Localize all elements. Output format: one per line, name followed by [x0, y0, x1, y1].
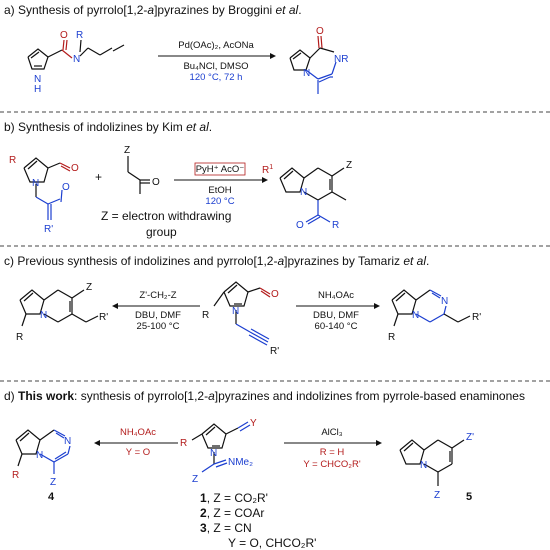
c-right-atom-r: R — [388, 332, 395, 343]
a-product-atom-n: N — [303, 68, 310, 79]
b-atom-o-aldehyde: O — [71, 163, 79, 174]
d-compound-list-2: 2, Z = COAr — [200, 506, 264, 520]
d-right-atom-z: Z — [434, 490, 440, 501]
a-pyrrolopyrazinone-structure — [289, 35, 337, 94]
c-pyrrolopyrazine-structure — [391, 289, 471, 327]
b-product-atom-o: O — [296, 220, 304, 231]
d-indolizine-structure — [399, 439, 465, 486]
b-atom-rp: R' — [44, 224, 53, 235]
b-temperature: 120 °C — [205, 196, 234, 207]
a-solvent: Bu₄NCl, DMSO — [183, 61, 248, 72]
d-left-note: Y = O — [126, 447, 150, 458]
c-propargyl-pyrrole-structure — [213, 281, 271, 346]
b-z-definition: Z = electron withdrawing — [101, 209, 231, 223]
c-left-atom-rp: R' — [99, 312, 108, 323]
b-atom-z: Z — [124, 145, 130, 156]
c-left-arrowhead — [112, 303, 118, 309]
a-pyrrole-amide-structure — [27, 39, 125, 70]
b-indolizine-structure — [279, 167, 347, 225]
c-indolizine-structure — [19, 289, 99, 327]
c-right-temperature: 60-140 °C — [315, 321, 358, 332]
d-center-atom-r: R — [180, 438, 187, 449]
c-left-temperature: 25-100 °C — [137, 321, 180, 332]
c-left-reagent: Z'-CH₂-Z — [139, 290, 176, 301]
c-right-solvent: DBU, DMF — [313, 310, 359, 321]
b-atom-r: R — [9, 155, 16, 166]
d-left-arrowhead — [94, 440, 100, 446]
d-compound-5-label: 5 — [466, 491, 472, 503]
d-pyrrolopyrazine-structure — [15, 429, 71, 474]
b-product-atom-r: R — [332, 220, 339, 231]
d-left-atom-n: N — [36, 450, 43, 461]
b-catalyst-box — [194, 162, 246, 176]
b-z-definition-2: group — [146, 225, 177, 239]
c-center-atom-r: R — [202, 310, 209, 321]
d-right-atom-n: N — [420, 460, 427, 471]
c-right-arrowhead — [374, 303, 380, 309]
section-b-title: b) Synthesis of indolizines by Kim et al… — [4, 120, 212, 134]
c-left-atom-n: N — [40, 310, 47, 321]
b-solvent: EtOH — [208, 185, 231, 196]
d-compound-list-3: 3, Z = CN — [200, 521, 252, 535]
d-compound-4-label: 4 — [48, 491, 55, 503]
d-enaminone-structure — [191, 421, 251, 473]
b-arrowhead — [262, 177, 268, 183]
a-temperature: 120 °C, 72 h — [190, 72, 243, 83]
d-left-reagent: NH₄OAc — [120, 427, 156, 438]
a-reagent: Pd(OAc)₂, AcONa — [178, 40, 254, 51]
a-atom-nh: N — [34, 74, 41, 85]
d-center-atom-y: Y — [250, 418, 257, 429]
b-product-atom-z: Z — [346, 160, 352, 171]
d-compound-list-1: 1, Z = CO₂R' — [200, 491, 268, 505]
a-arrowhead — [270, 53, 276, 59]
c-center-atom-o: O — [271, 289, 279, 300]
c-left-solvent: DBU, DMF — [135, 310, 181, 321]
c-right-reagent: NH₄OAc — [318, 290, 354, 301]
d-center-atom-z: Z — [192, 474, 198, 485]
c-right-atom-rp: R' — [472, 312, 481, 323]
section-d-title: d) This work: synthesis of pyrrolo[1,2-a… — [4, 389, 525, 403]
a-atom-h: H — [34, 84, 41, 95]
a-atom-n-amide: N — [73, 54, 80, 65]
d-left-atom-n-ring: N — [64, 436, 71, 447]
a-product-atom-nr: NR — [334, 54, 348, 65]
c-left-atom-r: R — [16, 332, 23, 343]
d-right-note-2: Y = CHCO₂R' — [303, 459, 361, 470]
a-product-atom-o: O — [316, 26, 324, 37]
b-plus-sign: + — [95, 170, 102, 184]
d-left-atom-z: Z — [50, 477, 56, 488]
b-atom-o-reagent: O — [152, 177, 160, 188]
d-center-atom-n: N — [210, 448, 217, 459]
section-c-title: c) Previous synthesis of indolizines and… — [4, 254, 429, 268]
section-a-title: a) Synthesis of pyrrolo[1,2-a]pyrazines … — [4, 3, 302, 17]
b-product-atom-n: N — [300, 187, 307, 198]
d-right-atom-zp: Z' — [466, 432, 474, 443]
d-left-atom-r: R — [12, 470, 19, 481]
c-left-atom-z: Z — [86, 282, 92, 293]
d-right-arrowhead — [376, 440, 382, 446]
b-reagent: PyH⁺ AcO⁻ — [196, 164, 245, 175]
b-ketone-reagent-structure — [127, 156, 150, 194]
b-atom-n: N — [32, 178, 39, 189]
d-center-atom-nme2: NMe₂ — [228, 457, 253, 468]
a-atom-r: R — [76, 30, 83, 41]
d-right-reagent: AlCl₃ — [321, 427, 342, 438]
c-center-atom-n: N — [232, 306, 239, 317]
b-pyrrole-aldehyde-structure — [23, 157, 71, 220]
a-atom-o: O — [60, 30, 68, 41]
b-atom-o-ketone: O — [62, 182, 70, 193]
b-product-atom-r1: R1 — [262, 164, 273, 176]
c-right-atom-n: N — [412, 310, 419, 321]
c-center-atom-rp: R' — [270, 346, 279, 357]
d-right-note-1: R = H — [320, 447, 345, 458]
c-right-atom-n-ring: N — [441, 296, 448, 307]
d-compound-list-y: Y = O, CHCO₂R' — [228, 536, 316, 550]
